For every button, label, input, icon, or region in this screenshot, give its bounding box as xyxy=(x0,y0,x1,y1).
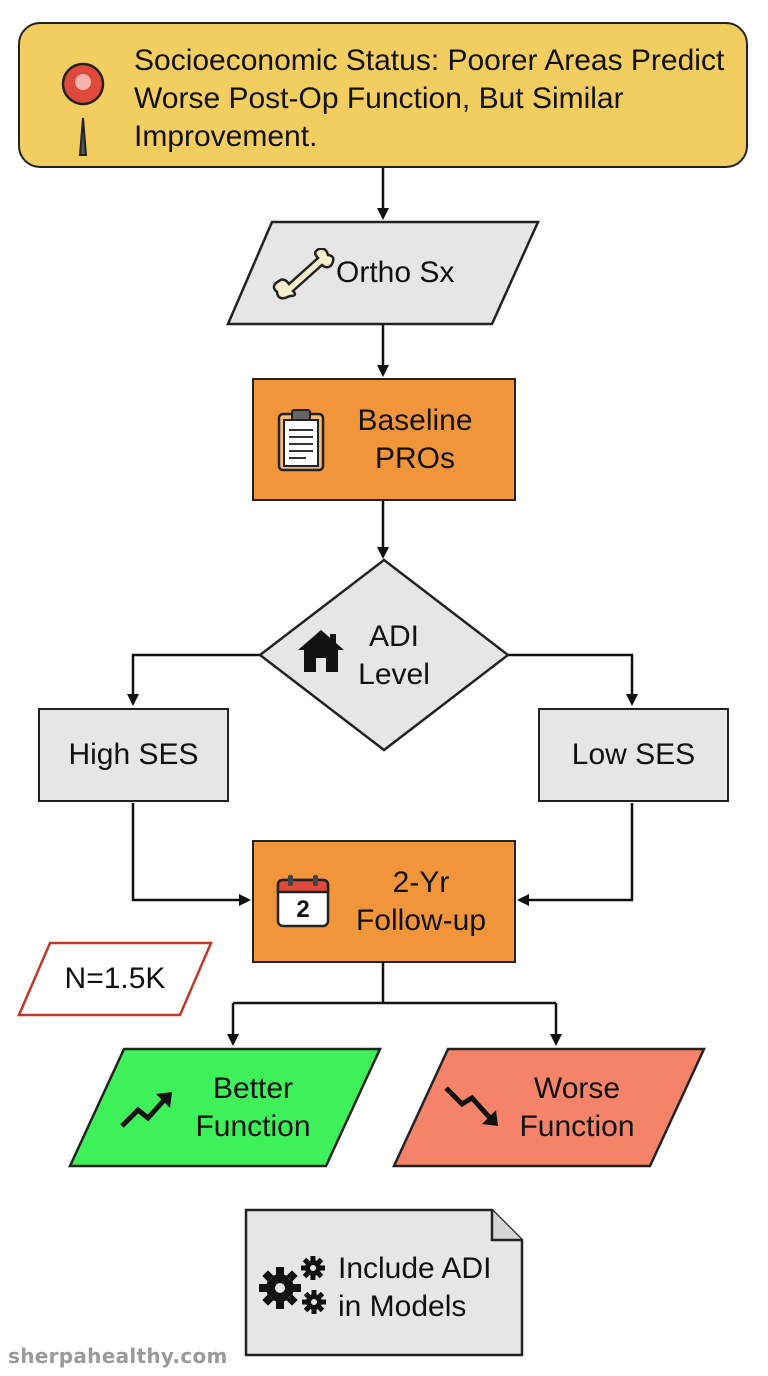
adi-label: ADI Level xyxy=(344,618,444,694)
arrow-adi-to-high xyxy=(127,653,260,706)
high-ses-box xyxy=(38,708,229,802)
adi-line1: ADI xyxy=(368,620,419,653)
worse-line2: Function xyxy=(519,1110,635,1143)
header-box: Socioeconomic Status: Poorer Areas Predi… xyxy=(18,22,748,168)
map-pin-icon xyxy=(60,60,106,161)
include-label: Include ADI in Models xyxy=(338,1250,518,1326)
trend-up-icon xyxy=(120,1090,176,1135)
gears-icon xyxy=(258,1252,330,1323)
sample-shape xyxy=(17,941,213,1017)
followup-line2: Follow-up xyxy=(355,904,487,937)
sample-label: N=1.5K xyxy=(64,962,166,995)
followup-line1: 2-Yr xyxy=(392,866,450,899)
low-ses-box xyxy=(538,708,729,802)
calendar-number: 2 xyxy=(296,896,310,923)
baseline-label: Baseline PROs xyxy=(340,402,490,478)
adi-line2: Level xyxy=(358,658,430,691)
better-line2: Function xyxy=(195,1110,311,1143)
followup-label: 2-Yr Follow-up xyxy=(336,864,506,940)
include-shape xyxy=(244,1208,524,1357)
calendar-icon xyxy=(276,874,332,935)
include-line2: in Models xyxy=(338,1290,467,1323)
better-line1: Better xyxy=(212,1072,294,1105)
baseline-line1: Baseline xyxy=(357,404,473,437)
arrow-high-to-followup xyxy=(131,803,251,906)
adi-diamond xyxy=(257,558,511,752)
worse-line1: Worse xyxy=(533,1072,621,1105)
trend-down-icon xyxy=(444,1084,502,1133)
ortho-shape xyxy=(226,220,540,326)
high-ses-label: High SES xyxy=(68,738,199,771)
watermark: sherpahealthy.com xyxy=(8,1344,228,1368)
better-label: Better Function xyxy=(178,1070,328,1146)
include-line1: Include ADI xyxy=(338,1252,492,1285)
low-ses-label: Low SES xyxy=(571,738,696,771)
worse-label: Worse Function xyxy=(502,1070,652,1146)
header-title: Socioeconomic Status: Poorer Areas Predi… xyxy=(134,44,725,153)
arrow-low-to-followup xyxy=(517,803,634,906)
arrow-adi-to-low xyxy=(508,653,638,706)
house-icon xyxy=(296,628,346,679)
better-shape xyxy=(68,1047,382,1168)
clipboard-icon xyxy=(276,408,330,477)
ortho-label: Ortho Sx xyxy=(336,256,455,289)
bone-icon xyxy=(272,247,336,309)
include-fold xyxy=(490,1210,522,1242)
baseline-line2: PROs xyxy=(374,442,455,475)
worse-shape xyxy=(392,1047,706,1168)
